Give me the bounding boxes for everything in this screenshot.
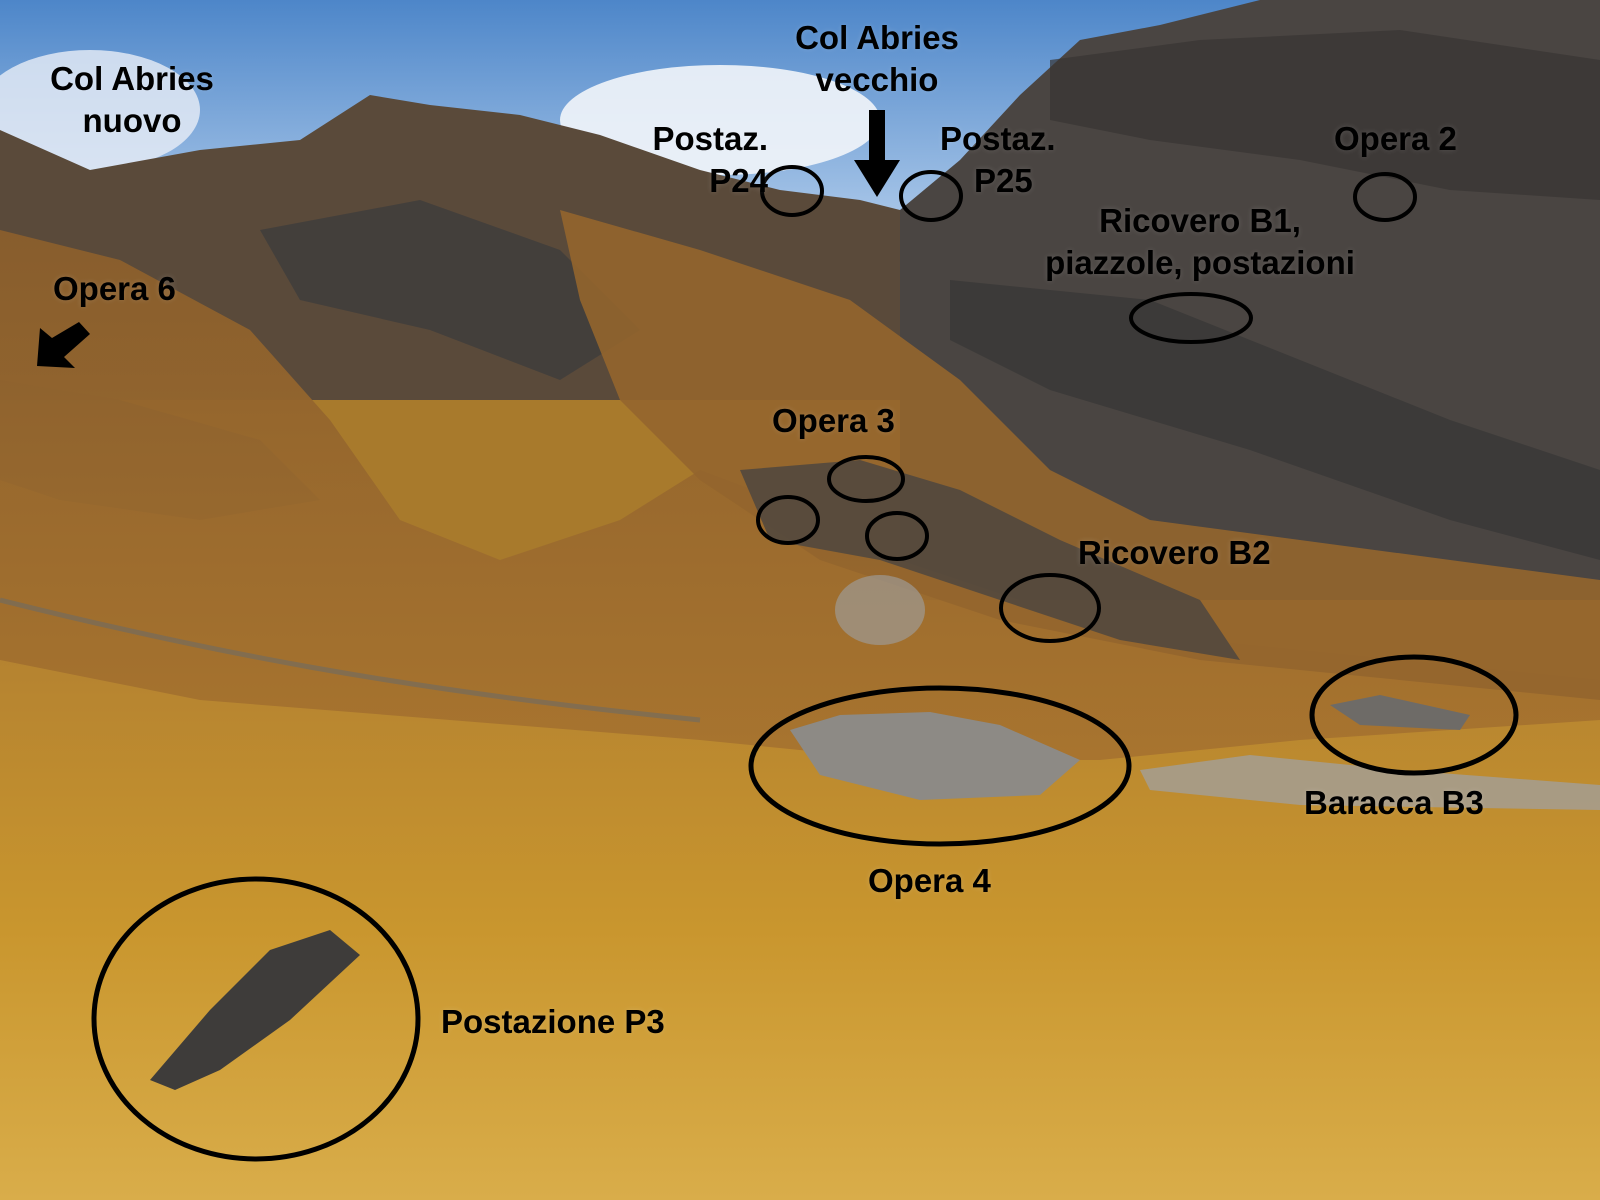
circle-opera-3-b: [756, 495, 820, 545]
label-baracca-b3: Baracca B3: [1304, 784, 1484, 821]
label-postazione-p3: Postazione P3: [441, 1003, 665, 1040]
label-col-abries-nuovo: Col Abries nuovo: [22, 58, 242, 142]
rock-band: [950, 280, 1600, 560]
rock-band: [260, 200, 640, 380]
opera-4-ruin: [790, 712, 1080, 800]
circle-opera-4: [748, 685, 1132, 847]
circle-ricovero-b1: [1129, 292, 1253, 344]
label-ricovero-b1: Ricovero B1, piazzole, postazioni: [1020, 200, 1380, 284]
circle-p24: [760, 165, 824, 217]
label-line: piazzole, postazioni: [1045, 244, 1355, 281]
circle-opera-3-a: [827, 455, 905, 503]
circle-p25: [899, 170, 963, 222]
label-line: Postaz.: [940, 120, 1056, 157]
label-ricovero-b2: Ricovero B2: [1078, 534, 1271, 571]
postazione-p3-ruin: [150, 930, 360, 1090]
circle-opera-2: [1353, 172, 1417, 222]
label-postaz-p24: Postaz. P24: [628, 118, 768, 202]
rock-outcrop: [740, 460, 1240, 660]
cloud: [0, 50, 200, 170]
label-line: Col Abries: [795, 19, 959, 56]
scree: [1140, 755, 1600, 810]
circle-postazione-p3: [91, 876, 421, 1162]
label-line: Col Abries: [50, 60, 214, 97]
label-line: P24: [709, 162, 768, 199]
label-opera-2: Opera 2: [1334, 120, 1457, 157]
label-postaz-p25: Postaz. P25: [940, 118, 1056, 202]
label-opera-6: Opera 6: [53, 270, 176, 307]
opera-6-arrow: [37, 322, 90, 368]
label-line: nuovo: [82, 102, 182, 139]
label-opera-3: Opera 3: [772, 402, 895, 439]
rock-band: [1050, 30, 1600, 200]
label-col-abries-vecchio: Col Abries vecchio: [752, 17, 1002, 101]
circle-opera-3-c: [865, 511, 929, 561]
circle-ricovero-b2: [999, 573, 1101, 643]
circle-baracca-b3: [1309, 654, 1519, 776]
scree: [835, 575, 925, 645]
brown-slope: [560, 210, 1600, 700]
stream: [0, 597, 701, 723]
label-opera-4: Opera 4: [868, 862, 991, 899]
baracca-b3-ruin: [1330, 695, 1470, 730]
cloud: [560, 65, 880, 175]
label-line: Ricovero B1,: [1099, 202, 1301, 239]
label-line: P25: [974, 162, 1033, 199]
label-line: vecchio: [815, 61, 939, 98]
label-line: Postaz.: [652, 120, 768, 157]
brown-slope: [0, 230, 1600, 760]
col-abries-vecchio-arrow: [854, 110, 900, 197]
